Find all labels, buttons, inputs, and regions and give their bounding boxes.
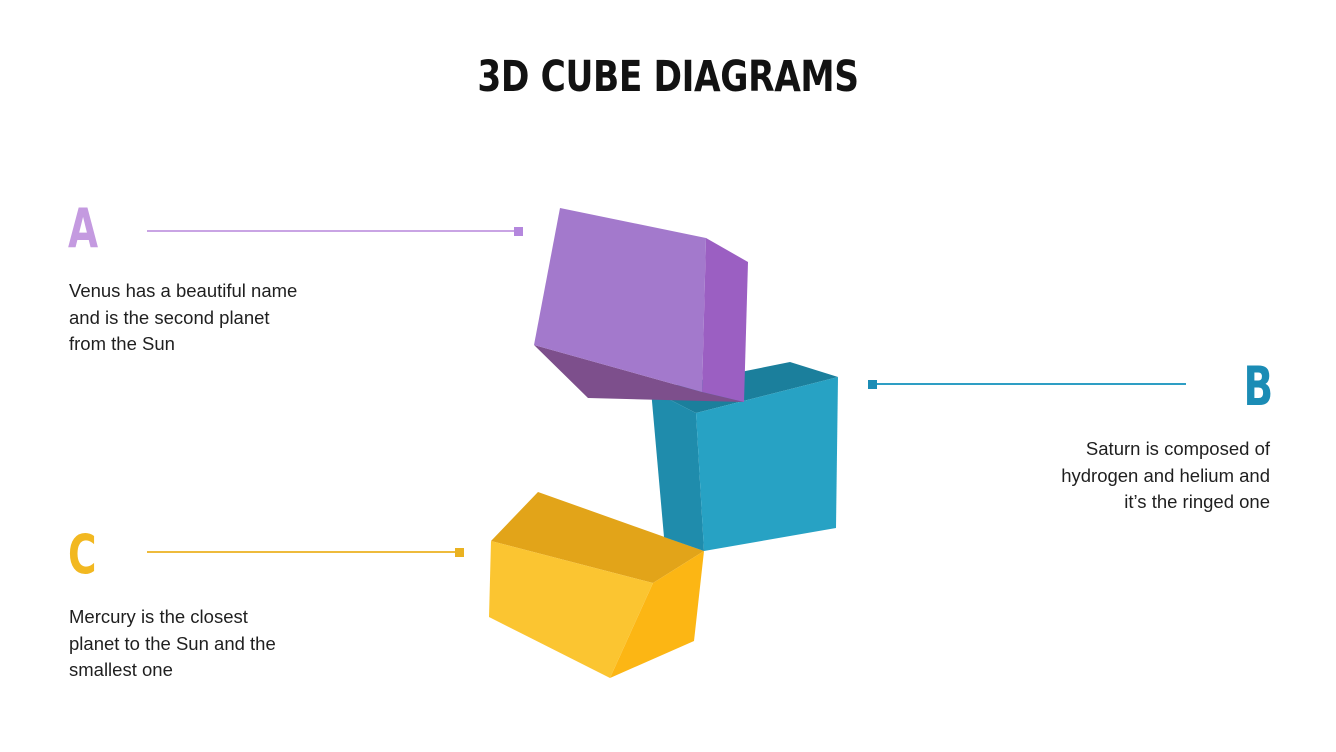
purple-cube-side-face <box>702 238 748 402</box>
item-description-b: Saturn is composed of hydrogen and heliu… <box>1061 438 1270 512</box>
blue-cube-side-face <box>651 390 704 551</box>
item-letter-a: A <box>68 197 99 260</box>
connector-rule-b <box>868 383 1186 385</box>
item-description-c: Mercury is the closest planet to the Sun… <box>69 606 276 680</box>
item-letter-b: B <box>1243 355 1274 418</box>
connector-endpoint-c <box>455 548 464 557</box>
yellow-cube-side-face <box>610 551 704 678</box>
connector-endpoint-b <box>868 380 877 389</box>
item-letter-c: C <box>68 523 97 586</box>
connector-rule-a <box>147 230 523 232</box>
purple-cube-bottom-face <box>534 345 744 402</box>
item-description-a: Venus has a beautiful name and is the se… <box>69 280 298 354</box>
yellow-cube <box>489 492 704 678</box>
connector-line-c <box>147 547 464 557</box>
yellow-cube-front-face <box>489 541 653 678</box>
blue-cube-front-face <box>696 377 838 551</box>
purple-cube-front-face <box>534 208 706 392</box>
connector-rule-c <box>147 551 464 553</box>
blue-cube-top-face <box>651 362 838 413</box>
connector-line-b <box>868 379 1186 389</box>
yellow-cube-top-face <box>491 492 704 583</box>
purple-cube <box>534 208 748 402</box>
blue-cube <box>651 362 838 551</box>
page-title: 3D CUBE DIAGRAMS <box>477 52 859 102</box>
connector-line-a <box>147 226 523 236</box>
connector-endpoint-a <box>514 227 523 236</box>
